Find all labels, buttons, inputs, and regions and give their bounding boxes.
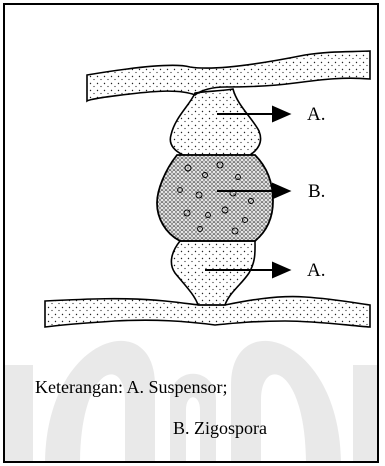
- label-b-middle: B.: [308, 182, 325, 201]
- top-suspensor: [170, 89, 260, 155]
- label-a-top: A.: [307, 105, 325, 124]
- label-a-bottom: A.: [307, 261, 325, 280]
- bottom-suspensor: [171, 241, 255, 305]
- caption-line-2: B. Zigospora: [173, 419, 267, 437]
- figure-frame: A. B. A. Keterangan: A. Suspensor; B. Zi…: [3, 3, 379, 463]
- caption-line-1: Keterangan: A. Suspensor;: [35, 378, 227, 396]
- zygospore-diagram: [5, 5, 379, 345]
- zygospore-body: [157, 155, 273, 241]
